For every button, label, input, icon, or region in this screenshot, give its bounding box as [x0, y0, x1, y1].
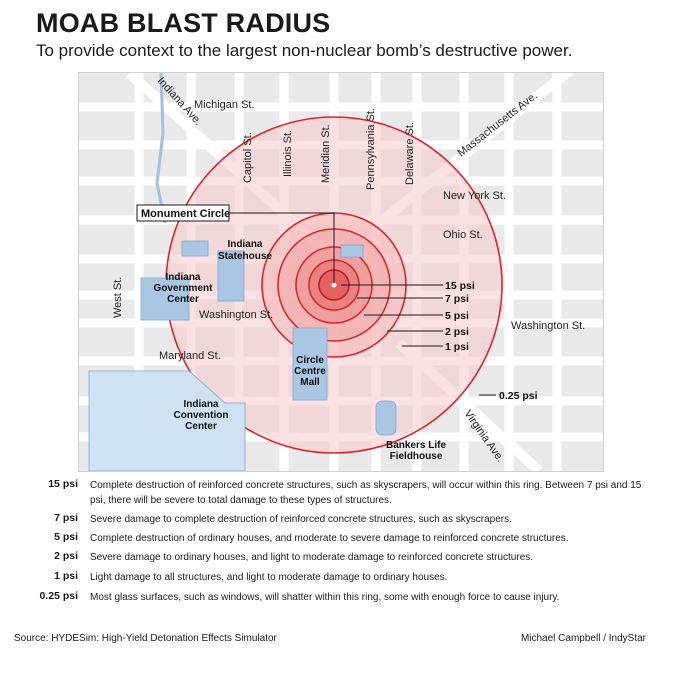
label-bankers-1: Bankers Life	[386, 440, 446, 451]
label-statehouse-2: Statehouse	[218, 251, 272, 262]
source-note: Source: HYDESim: High-Yield Detonation E…	[14, 633, 277, 644]
blast-rings	[165, 116, 503, 454]
building-bankers-life	[375, 400, 397, 436]
label-maryland-st: Maryland St.	[159, 350, 221, 362]
label-illinois-st: Illinois St.	[282, 130, 294, 177]
legend-description: Complete destruction of reinforced concr…	[90, 480, 642, 506]
ring-label-0-25-psi: 0.25 psi	[499, 390, 538, 402]
label-west-st: West St.	[112, 277, 124, 318]
label-new-york-st: New York St.	[443, 190, 506, 202]
label-mall-1: Circle	[296, 355, 324, 366]
ring-label-5-psi: 5 psi	[445, 310, 469, 322]
ring-label-1-psi: 1 psi	[445, 341, 469, 353]
legend-psi: 1 psi	[54, 570, 78, 582]
building-government-center	[140, 277, 190, 321]
label-michigan-st: Michigan St.	[194, 99, 255, 111]
label-ohio-st: Ohio St.	[443, 229, 483, 241]
map-canvas: Michigan St. Indiana Ave. Capitol St. Il…	[79, 73, 603, 471]
legend-psi: 5 psi	[54, 531, 78, 543]
legend-psi: 0.25 psi	[39, 590, 78, 602]
label-mall-3: Mall	[300, 377, 320, 388]
label-bankers-2: Fieldhouse	[390, 451, 443, 462]
ring-label-2-psi: 2 psi	[445, 326, 469, 338]
label-washington-st-east: Washington St.	[511, 320, 585, 332]
monument-circle-box	[136, 204, 230, 222]
building-statehouse-annex	[181, 240, 209, 257]
label-gov-center-3: Center	[167, 294, 199, 305]
label-delaware-st: Delaware St.	[404, 122, 416, 185]
legend-psi: 2 psi	[54, 550, 78, 562]
label-convention-3: Center	[185, 421, 217, 432]
monument-circle-dot	[331, 282, 337, 288]
leader-lines	[229, 212, 496, 396]
legend-description: Complete destruction of ordinary houses,…	[90, 533, 569, 544]
label-meridian-st: Meridian St.	[320, 124, 332, 183]
label-statehouse-1: Indiana	[227, 239, 262, 250]
credit-note: Michael Campbell / IndyStar	[520, 633, 646, 644]
legend-description: Most glass surfaces, such as windows, wi…	[90, 592, 560, 603]
ring-label-15-psi: 15 psi	[445, 280, 475, 292]
legend-psi: 15 psi	[48, 478, 78, 490]
legend-description: Light damage to all structures, and ligh…	[90, 572, 448, 583]
label-capitol-st: Capitol St.	[242, 132, 254, 183]
page-subtitle: To provide context to the largest non-nu…	[36, 41, 573, 60]
legend-description: Severe damage to ordinary houses, and li…	[90, 552, 534, 563]
label-mall-2: Centre	[294, 366, 326, 377]
building-statehouse	[217, 250, 245, 302]
canal	[155, 73, 167, 224]
ring-label-7-psi: 7 psi	[445, 293, 469, 305]
building-convention-center	[88, 370, 246, 471]
label-convention-2: Convention	[174, 410, 229, 421]
building-circle-centre-mall	[292, 327, 328, 401]
page-title: MOAB BLAST RADIUS	[36, 8, 331, 38]
label-gov-center-2: Government	[154, 283, 214, 294]
label-pennsylvania-st: Pennsylvania St.	[365, 108, 377, 190]
building-ohio-block	[340, 244, 364, 258]
label-washington-st-west: Washington St.	[199, 309, 273, 321]
blast-map: Michigan St. Indiana Ave. Capitol St. Il…	[78, 72, 604, 472]
legend-description: Severe damage to complete destruction of…	[90, 514, 512, 525]
label-convention-1: Indiana	[183, 399, 218, 410]
label-monument-circle: Monument Circle	[141, 208, 230, 220]
legend-psi: 7 psi	[54, 512, 78, 524]
label-gov-center-1: Indiana	[165, 272, 200, 283]
